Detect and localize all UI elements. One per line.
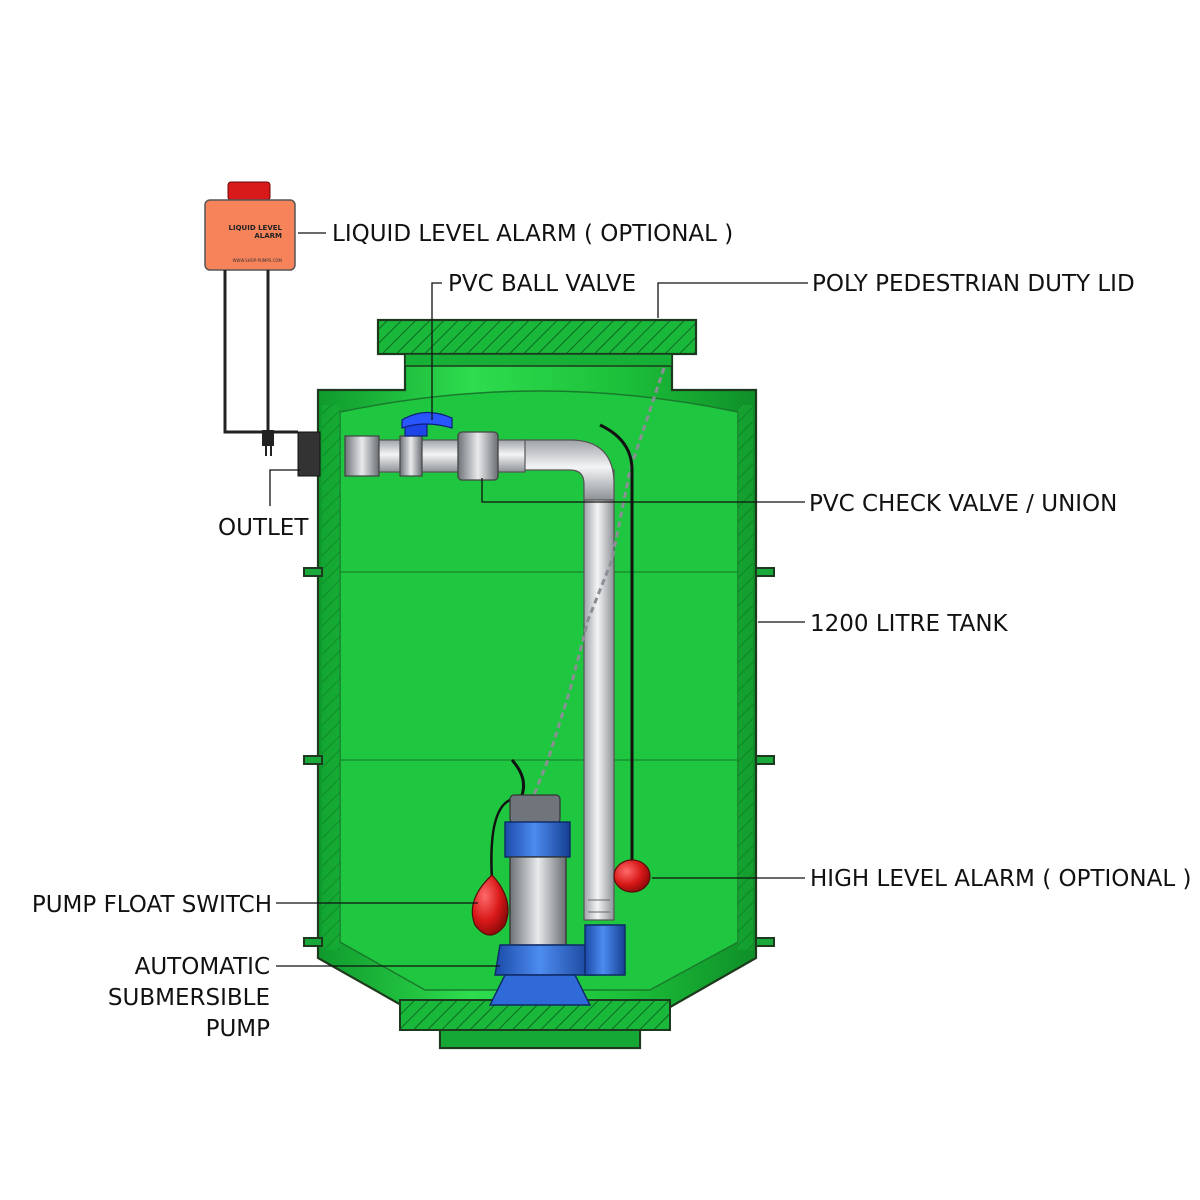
label-pvc-ball-valve: PVC BALL VALVE [448,271,636,297]
label-check-valve: PVC CHECK VALVE / UNION [809,491,1117,517]
alarm-box-line2: ALARM [254,232,282,240]
label-outlet: OUTLET [218,515,309,541]
label-lid: POLY PEDESTRIAN DUTY LID [812,271,1135,297]
tank-wall-right [738,405,753,950]
pedestrian-lid [376,318,698,367]
alarm-box-line1: LIQUID LEVEL [229,224,283,232]
label-float-switch: PUMP FLOAT SWITCH [32,892,272,918]
outlet-fitting [297,431,321,477]
label-liquid-level-alarm: LIQUID LEVEL ALARM ( OPTIONAL ) [332,221,733,247]
label-pump-line1: AUTOMATIC [135,954,270,980]
submersible-pump [488,794,626,1006]
tank-wall-left [322,405,340,950]
tank-ribs [303,567,775,947]
check-valve-union [457,431,499,481]
leader-lines [269,232,808,967]
lifting-chain [530,367,666,801]
alarm-float-cable [599,423,634,860]
float-switch-cable [490,798,511,881]
label-pump-line3: PUMP [206,1016,271,1042]
pvc-ball-valve [401,411,453,437]
high-level-alarm-float [613,859,651,893]
alarm-box-footer: WWW.SHOP-PUMPS.COM [232,258,282,263]
pump-float-switch [471,874,509,936]
tank [303,353,775,1050]
label-pump-line2: SUBMERSIBLE [108,985,270,1011]
discharge-pipe [344,431,615,921]
label-high-level-alarm: HIGH LEVEL ALARM ( OPTIONAL ) [810,866,1191,892]
label-tank: 1200 LITRE TANK [810,611,1009,637]
liquid-level-alarm-box: LIQUID LEVEL ALARM WWW.SHOP-PUMPS.COM [204,181,298,456]
